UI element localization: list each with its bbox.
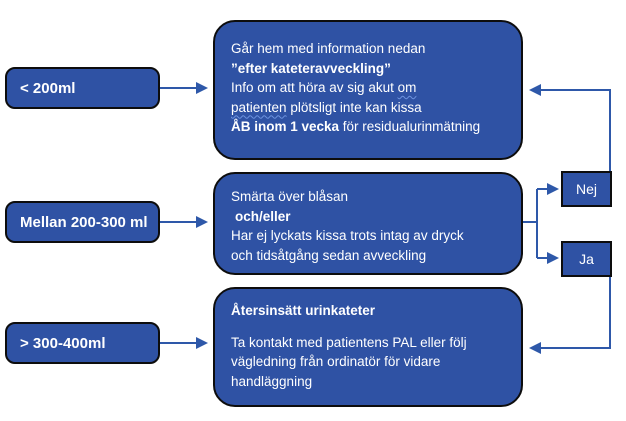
text-segment: plötsligt inte kan kissa: [286, 99, 422, 115]
volume-label: Mellan 200-300 ml: [20, 213, 148, 231]
decision-box-nej: Nej: [561, 171, 612, 207]
outcome-line: handläggning: [231, 372, 513, 392]
outcome-box-under-200ml: Går hem med information nedan ”efter kat…: [213, 20, 523, 160]
decision-label-ja: Ja: [579, 251, 594, 267]
text-segment-grammar-underline: patienten: [231, 99, 287, 115]
volume-box-under-200ml: < 200ml: [5, 67, 160, 109]
decision-box-ja: Ja: [561, 241, 612, 277]
text-segment-grammar-underline: om: [397, 80, 417, 95]
outcome-line: ÅB inom 1 vecka för residualurinmätning: [231, 117, 513, 137]
text-segment: för residualurinmätning: [339, 119, 481, 134]
outcome-line: och/eller: [231, 207, 513, 227]
outcome-line: Smärta över blåsan: [231, 187, 513, 207]
outcome-line: Går hem med information nedan: [231, 39, 513, 59]
volume-label: < 200ml: [20, 79, 76, 97]
outcome-line: Har ej lyckats kissa trots intag av dryc…: [231, 226, 513, 246]
outcome-line: ”efter kateteravveckling”: [231, 59, 513, 79]
outcome-box-200-300ml: Smärta över blåsan och/eller Har ej lyck…: [213, 172, 523, 275]
text-segment: Har ej lyckats kissa trots intag av dryc…: [231, 228, 464, 243]
outcome-line: patienten plötsligt inte kan kissa: [231, 98, 513, 118]
outcome-box-over-300-400ml: Återsinsätt urinkateter Ta kontakt med p…: [213, 287, 523, 407]
outcome-line: och tidsåtgång sedan avveckling: [231, 246, 513, 266]
text-segment: Ta kontakt med patientens PAL eller följ: [231, 334, 467, 350]
text-segment-bold: ÅB inom 1 vecka: [231, 119, 340, 134]
text-segment: och tidsåtgång sedan avveckling: [231, 247, 427, 263]
arrow-nej-to-under200-info: [529, 84, 611, 171]
text-segment-bold: ”efter kateteravveckling”: [231, 60, 391, 76]
text-segment: handläggning: [231, 373, 313, 389]
outcome-line: vägledning från ordinatör för vidare: [231, 352, 513, 372]
outcome-line: Ta kontakt med patientens PAL eller följ: [231, 333, 513, 353]
volume-box-200-300ml: Mellan 200-300 ml: [5, 201, 160, 243]
outcome-title-line: Återsinsätt urinkateter: [231, 301, 513, 321]
blank-line: [231, 321, 513, 333]
volume-box-over-300-400ml: > 300-400ml: [5, 322, 160, 364]
text-segment: vägledning från ordinatör för vidare: [231, 354, 441, 369]
decision-label-nej: Nej: [575, 181, 597, 197]
text-segment-bold: och/eller: [235, 208, 291, 224]
text-segment: Går hem med information nedan: [231, 41, 426, 56]
volume-label: > 300-400ml: [20, 334, 106, 352]
text-segment: Info om att höra av sig akut: [231, 80, 398, 95]
text-segment-bold: Återsinsätt urinkateter: [231, 303, 376, 318]
outcome-line: Info om att höra av sig akut om: [231, 78, 513, 98]
text-segment: Smärta över blåsan: [231, 189, 349, 204]
arrow-ja-to-over300-info: [529, 277, 611, 354]
